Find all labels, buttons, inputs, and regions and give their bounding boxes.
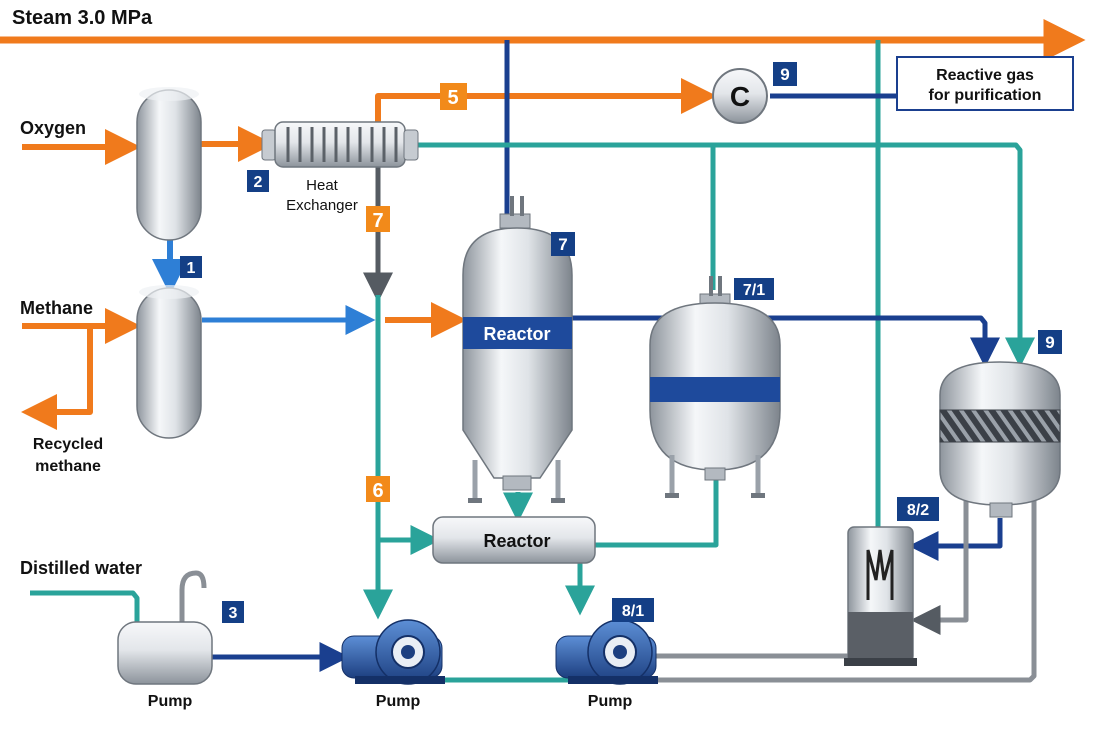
compressor: C	[712, 68, 768, 124]
badge-7-1: 7/1	[734, 278, 774, 300]
svg-text:5: 5	[447, 87, 458, 109]
stream-5-line	[375, 78, 717, 122]
reactor-horizontal-label: Reactor	[483, 531, 550, 551]
svg-text:7: 7	[558, 235, 567, 254]
vessel-9	[939, 361, 1061, 518]
badge-8-2: 8/2	[897, 497, 939, 521]
badge-9-vessel: 9	[1038, 330, 1062, 354]
badge-2: 2	[247, 170, 269, 192]
steam-label: Steam 3.0 MPa	[12, 7, 153, 29]
vessel-7-1	[649, 276, 781, 498]
badge-5: 5	[440, 83, 467, 110]
separator-top	[136, 87, 202, 241]
distilled-water-label: Distilled water	[20, 558, 142, 578]
pump-right-label: Pump	[588, 693, 633, 710]
labels: Steam 3.0 MPa Oxygen Methane Recycled me…	[12, 7, 632, 710]
pump-right	[555, 619, 658, 685]
distilled-water-line	[30, 590, 140, 624]
pump-middle	[341, 619, 445, 685]
reactor-horizontal: Reactor	[432, 516, 596, 564]
pump-left-label: Pump	[148, 693, 193, 710]
recycled-label-2: methane	[35, 458, 101, 475]
vessel71-to-horizontal-reactor	[594, 478, 719, 548]
badge-9-compressor: 9	[773, 62, 797, 86]
svg-text:1: 1	[187, 260, 196, 277]
svg-text:8/2: 8/2	[907, 502, 929, 519]
badge-1: 1	[180, 256, 202, 278]
reactive-gas-box: Reactive gas for purification	[896, 56, 1074, 111]
reactor-main: Reactor	[462, 196, 573, 503]
methane-label: Methane	[20, 298, 93, 318]
reactor-main-label: Reactor	[483, 324, 550, 344]
badge-7-pipe: 7	[366, 206, 390, 232]
reactor-to-vessel9-line	[570, 315, 1000, 368]
badge-7-reactor: 7	[551, 232, 575, 256]
badge-6: 6	[366, 476, 390, 502]
heat-exchanger-label-1: Heat	[306, 177, 339, 194]
svg-text:3: 3	[229, 605, 238, 622]
separator-bottom	[136, 285, 202, 439]
return-loop-line	[655, 495, 1037, 683]
heat-exchanger-label-2: Exchanger	[286, 197, 358, 214]
oxygen-label: Oxygen	[20, 118, 86, 138]
recycled-label-1: Recycled	[33, 436, 103, 453]
pump-middle-label: Pump	[376, 693, 421, 710]
svg-text:7/1: 7/1	[743, 282, 765, 299]
heater-8-2	[844, 526, 917, 666]
exchanger-to-vessel9-line	[418, 142, 1035, 368]
svg-text:2: 2	[254, 174, 263, 191]
water-tank	[117, 570, 213, 685]
svg-text:6: 6	[372, 480, 383, 502]
vessel9-to-heater-line	[908, 518, 1003, 561]
recycled-methane-line	[21, 326, 93, 430]
svg-text:9: 9	[780, 65, 789, 84]
reactive-gas-label-2: for purification	[929, 87, 1042, 104]
compressor-label: C	[730, 81, 750, 112]
svg-text:8/1: 8/1	[622, 603, 644, 620]
badge-3: 3	[222, 601, 244, 623]
heat-exchanger	[261, 121, 419, 168]
vessel9-grey-line	[910, 492, 969, 635]
pipes	[0, 19, 1086, 683]
badges: 1 2 3 5 7 6 7 7/1	[180, 62, 1062, 623]
svg-text:9: 9	[1045, 333, 1054, 352]
reactive-gas-label-1: Reactive gas	[936, 67, 1034, 84]
badge-8-1: 8/1	[612, 598, 654, 622]
svg-text:7: 7	[372, 210, 383, 232]
